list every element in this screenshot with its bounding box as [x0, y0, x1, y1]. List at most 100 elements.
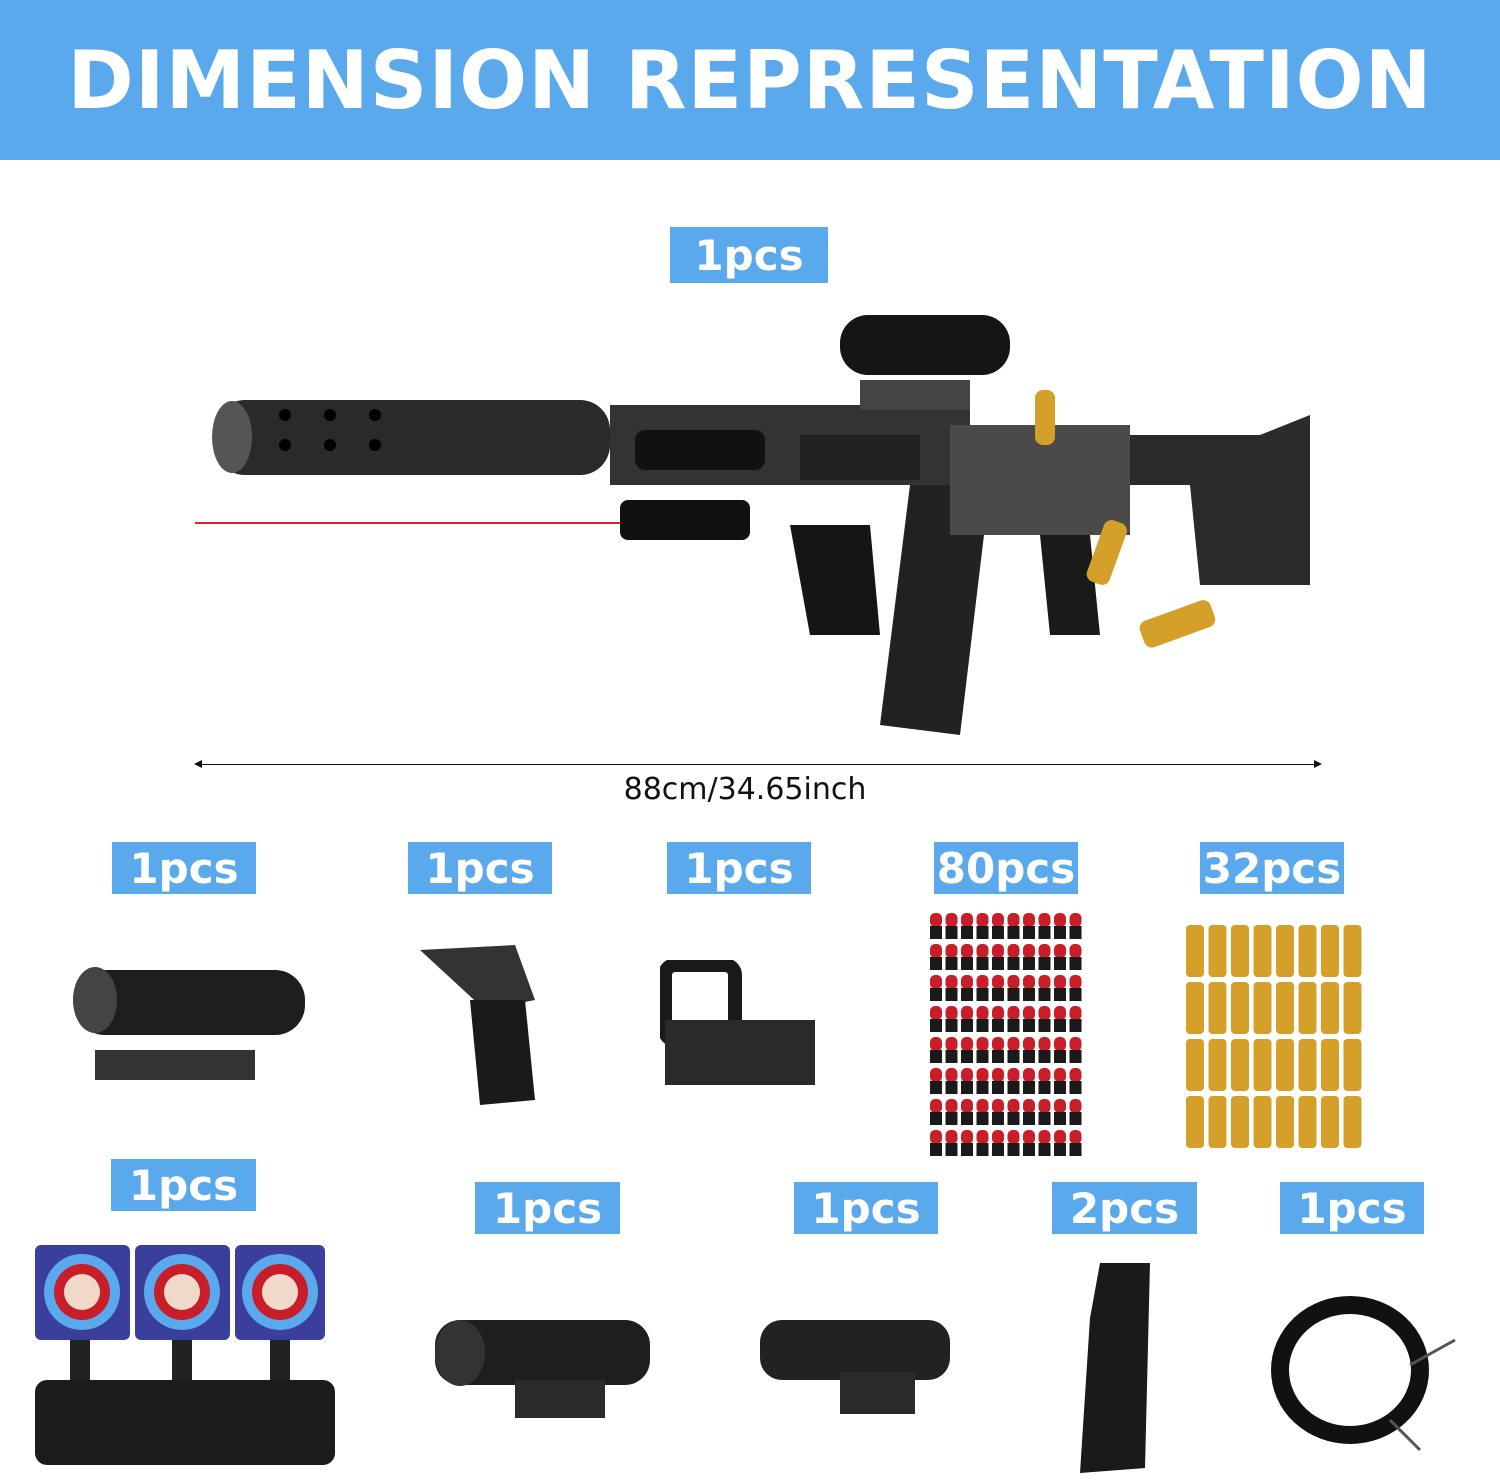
dart-tip — [930, 1006, 942, 1020]
dart-body — [1054, 1019, 1066, 1032]
dart-tip — [992, 1068, 1004, 1082]
dart-body — [961, 957, 973, 970]
dart-tip — [1023, 1006, 1035, 1020]
shell-casing — [1186, 1096, 1204, 1148]
shell-casing — [1321, 925, 1339, 977]
laser-quantity-badge: 1pcs — [794, 1182, 938, 1234]
dart-tip — [961, 1099, 973, 1113]
shell-casing — [1321, 1039, 1339, 1091]
dart-body — [992, 1081, 1004, 1094]
scope-quantity-badge: 1pcs — [112, 842, 256, 894]
rifle-image — [195, 315, 1310, 735]
dart-tip — [1069, 1006, 1082, 1020]
shell-casing — [1276, 925, 1294, 977]
dart-tip — [1007, 1037, 1020, 1051]
dart-tip — [961, 1037, 973, 1051]
dart-body — [930, 957, 942, 970]
dart-tip — [976, 913, 989, 927]
main-quantity-badge: 1pcs — [670, 227, 828, 283]
dart-tip — [1038, 1099, 1051, 1113]
shell-casing — [1253, 925, 1272, 977]
dart-body — [1038, 957, 1051, 970]
dart-tip — [1038, 1037, 1051, 1051]
dimension-label: 88cm/34.65inch — [623, 772, 867, 807]
header-banner: DIMENSION REPRESENTATION — [0, 0, 1500, 160]
dart-tip — [992, 1006, 1004, 1020]
dart-tip — [930, 1099, 942, 1113]
dart-tip — [1054, 1006, 1066, 1020]
page-title: DIMENSION REPRESENTATION — [67, 33, 1433, 127]
shell-casing — [1231, 925, 1249, 977]
darts-quantity-badge: 80pcs — [934, 842, 1078, 894]
shell-casing — [1231, 1039, 1249, 1091]
dart-tip — [1069, 1130, 1082, 1144]
dart-body — [1069, 988, 1082, 1001]
dart-body — [1023, 1019, 1035, 1032]
dart-body — [1054, 1081, 1066, 1094]
dart-body — [930, 926, 942, 939]
dart-tip — [992, 913, 1004, 927]
dart-tip — [992, 1099, 1004, 1113]
dart-body — [1069, 957, 1082, 970]
scope-image — [73, 967, 305, 1080]
dart-tip — [930, 913, 942, 927]
shell-casing — [1276, 1096, 1294, 1148]
dart-body — [1007, 1112, 1020, 1125]
dart-tip — [992, 1037, 1004, 1051]
laser-sight-image — [760, 1320, 950, 1414]
dart-tip — [930, 1130, 942, 1144]
dart-body — [1069, 926, 1082, 939]
dart-body — [1038, 1019, 1051, 1032]
dart-tip — [1054, 913, 1066, 927]
dart-tip — [1023, 1099, 1035, 1113]
shells-quantity-badge: 32pcs — [1200, 842, 1344, 894]
dart-tip — [1054, 944, 1066, 958]
dart-body — [961, 1143, 973, 1156]
dart-body — [961, 1019, 973, 1032]
dart-body — [1007, 988, 1020, 1001]
shell-casing — [1298, 1096, 1317, 1148]
dart-tip — [1054, 1099, 1066, 1113]
dart-body — [1023, 926, 1035, 939]
dart-body — [1023, 1050, 1035, 1063]
dart-tip — [992, 1130, 1004, 1144]
dart-body — [1054, 926, 1066, 939]
dart-body — [1023, 1143, 1035, 1156]
electronic-target-image — [35, 1245, 335, 1465]
dart-body — [945, 1143, 958, 1156]
dart-tip — [1069, 913, 1082, 927]
dart-tip — [1023, 944, 1035, 958]
shell-casing — [1298, 1039, 1317, 1091]
dart-tip — [945, 1037, 958, 1051]
dart-tip — [1007, 1130, 1020, 1144]
dart-body — [1054, 988, 1066, 1001]
dart-tip — [976, 944, 989, 958]
dart-tip — [945, 1099, 958, 1113]
dart-tip — [1054, 975, 1066, 989]
dart-body — [1054, 957, 1066, 970]
dart-body — [961, 1081, 973, 1094]
dart-body — [961, 926, 973, 939]
shell-casing — [1321, 1096, 1339, 1148]
red-dot-quantity-badge: 1pcs — [667, 842, 811, 894]
dart-body — [930, 988, 942, 1001]
magazine-image — [1080, 1263, 1150, 1473]
dart-body — [1007, 957, 1020, 970]
dart-body — [1069, 1112, 1082, 1125]
shell-casing — [1343, 1096, 1362, 1148]
shell-casing — [1321, 982, 1339, 1034]
dart-tip — [1007, 913, 1020, 927]
dart-body — [945, 988, 958, 1001]
shell-casing — [1343, 982, 1362, 1034]
dart-tip — [1007, 975, 1020, 989]
dart-tip — [1023, 913, 1035, 927]
dart-body — [992, 1019, 1004, 1032]
dart-body — [1054, 1143, 1066, 1156]
dart-tip — [945, 913, 958, 927]
dart-tip — [961, 1068, 973, 1082]
dart-body — [1038, 1143, 1051, 1156]
dart-tip — [930, 1068, 942, 1082]
dart-body — [992, 1050, 1004, 1063]
dart-body — [992, 1143, 1004, 1156]
